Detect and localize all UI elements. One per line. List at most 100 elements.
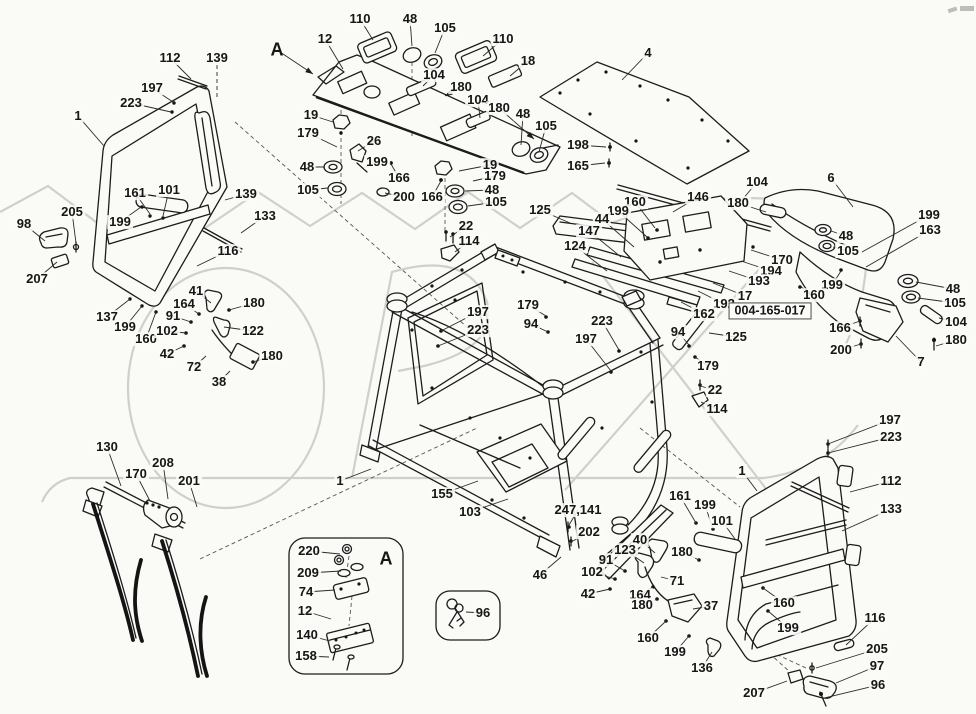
part-number-callout: 197 — [877, 412, 903, 428]
part-number-callout: 72 — [184, 359, 204, 375]
part-number-callout: 179 — [515, 297, 541, 313]
part-number-callout: 197 — [573, 331, 599, 347]
part-number-callout: 48 — [297, 159, 317, 175]
part-number-callout: 123 — [612, 542, 638, 558]
part-number-callout: 199 — [692, 497, 718, 513]
part-number-callout: 104 — [943, 314, 969, 330]
part-number-callout: 166 — [386, 170, 412, 186]
part-number-callout: 96 — [868, 677, 888, 693]
part-number-callout: 180 — [629, 597, 655, 613]
part-number-callout: 205 — [59, 204, 85, 220]
part-number-callout: 209 — [295, 565, 321, 581]
part-number-callout: 223 — [118, 95, 144, 111]
part-number-callout: 179 — [695, 358, 721, 374]
part-number-callout: 44 — [592, 211, 612, 227]
part-number-callout: 91 — [596, 552, 616, 568]
part-number-callout: 12 — [295, 603, 315, 619]
part-number-callout: 114 — [704, 401, 730, 417]
part-number-callout: 22 — [456, 218, 476, 234]
part-number-callout: 96 — [473, 605, 493, 621]
part-number-callout: 133 — [252, 208, 278, 224]
part-number-callout: 94 — [521, 316, 541, 332]
part-number-callout: 207 — [24, 271, 50, 287]
right-cant-rail-assembly — [759, 188, 943, 351]
part-number-callout: 199 — [662, 644, 688, 660]
part-number-callout: 48 — [943, 281, 963, 297]
part-number-callout: 46 — [530, 567, 550, 583]
part-number-callout: 105 — [533, 118, 559, 134]
part-number-callout: 197 — [465, 304, 491, 320]
part-number-callout: 110 — [347, 11, 373, 27]
part-number-callout: 71 — [667, 573, 687, 589]
part-number-callout: 74 — [296, 584, 316, 600]
part-number-callout: 161 — [667, 488, 693, 504]
part-number-callout: 102 — [154, 323, 180, 339]
cab-frame — [359, 243, 674, 580]
part-number-callout: 17 — [735, 288, 755, 304]
part-number-callout: 48 — [836, 228, 856, 244]
part-number-callout: 139 — [204, 50, 230, 66]
part-number-callout: 48 — [482, 182, 502, 198]
part-number-callout: 97 — [867, 658, 887, 674]
part-number-callout: 179 — [295, 125, 321, 141]
diagram-ref-code: 004-165-017 — [728, 302, 812, 320]
part-number-callout: 207 — [741, 685, 767, 701]
part-number-callout: 114 — [456, 233, 482, 249]
part-number-callout: 41 — [186, 283, 206, 299]
part-number-callout: 125 — [527, 202, 553, 218]
part-number-callout: 170 — [123, 466, 149, 482]
part-number-callout: 179 — [482, 168, 508, 184]
part-number-callout: 140 — [294, 627, 320, 643]
part-number-callout: 94 — [668, 324, 688, 340]
part-number-callout: 200 — [828, 342, 854, 358]
part-number-callout: 223 — [465, 322, 491, 338]
part-number-callout: 124 — [562, 238, 588, 254]
part-number-callout: 180 — [669, 544, 695, 560]
dashboard-panel-assembly — [312, 31, 561, 262]
detail-inset-a — [288, 537, 404, 675]
part-number-callout: 247,141 — [552, 502, 604, 518]
part-number-callout: 130 — [94, 439, 120, 455]
part-number-callout: 180 — [943, 332, 969, 348]
part-number-callout: 223 — [589, 313, 615, 329]
part-number-callout: 158 — [293, 648, 319, 664]
part-number-callout: 200 — [391, 189, 417, 205]
part-number-callout: 103 — [457, 504, 483, 520]
part-number-callout: 112 — [157, 50, 183, 66]
part-number-callout: 4 — [642, 45, 654, 61]
part-number-callout: 12 — [315, 31, 335, 47]
part-number-callout: 22 — [705, 382, 725, 398]
part-number-callout: 104 — [421, 67, 447, 83]
part-number-callout: 26 — [364, 133, 384, 149]
part-number-callout: 166 — [827, 320, 853, 336]
part-number-callout: 199 — [112, 319, 138, 335]
part-number-callout: 1 — [72, 108, 84, 124]
detail-marker-label: A — [270, 39, 284, 60]
part-number-callout: 199 — [364, 154, 390, 170]
frame-bolt-dots — [410, 268, 654, 543]
part-number-callout: 104 — [744, 174, 770, 190]
part-number-callout: 42 — [157, 346, 177, 362]
part-number-callout: 7 — [915, 354, 927, 370]
part-number-callout: 199 — [916, 207, 942, 223]
part-number-callout: 105 — [295, 182, 321, 198]
part-number-callout: 160 — [133, 331, 159, 347]
detail-marker-label: A — [379, 548, 393, 569]
rear-console-and-rails — [544, 184, 772, 408]
part-number-callout: 146 — [685, 189, 711, 205]
part-number-callout: 223 — [878, 429, 904, 445]
part-number-callout: 163 — [917, 222, 943, 238]
part-number-callout: 37 — [701, 598, 721, 614]
part-number-callout: 197 — [139, 80, 165, 96]
part-number-callout: 133 — [878, 501, 904, 517]
part-number-callout: 201 — [176, 473, 202, 489]
part-number-callout: 116 — [862, 610, 888, 626]
part-number-callout: 220 — [296, 543, 322, 559]
part-number-callout: 193 — [746, 273, 772, 289]
part-number-callout: 198 — [565, 137, 591, 153]
part-number-callout: 105 — [432, 20, 458, 36]
part-number-callout: 6 — [825, 170, 837, 186]
